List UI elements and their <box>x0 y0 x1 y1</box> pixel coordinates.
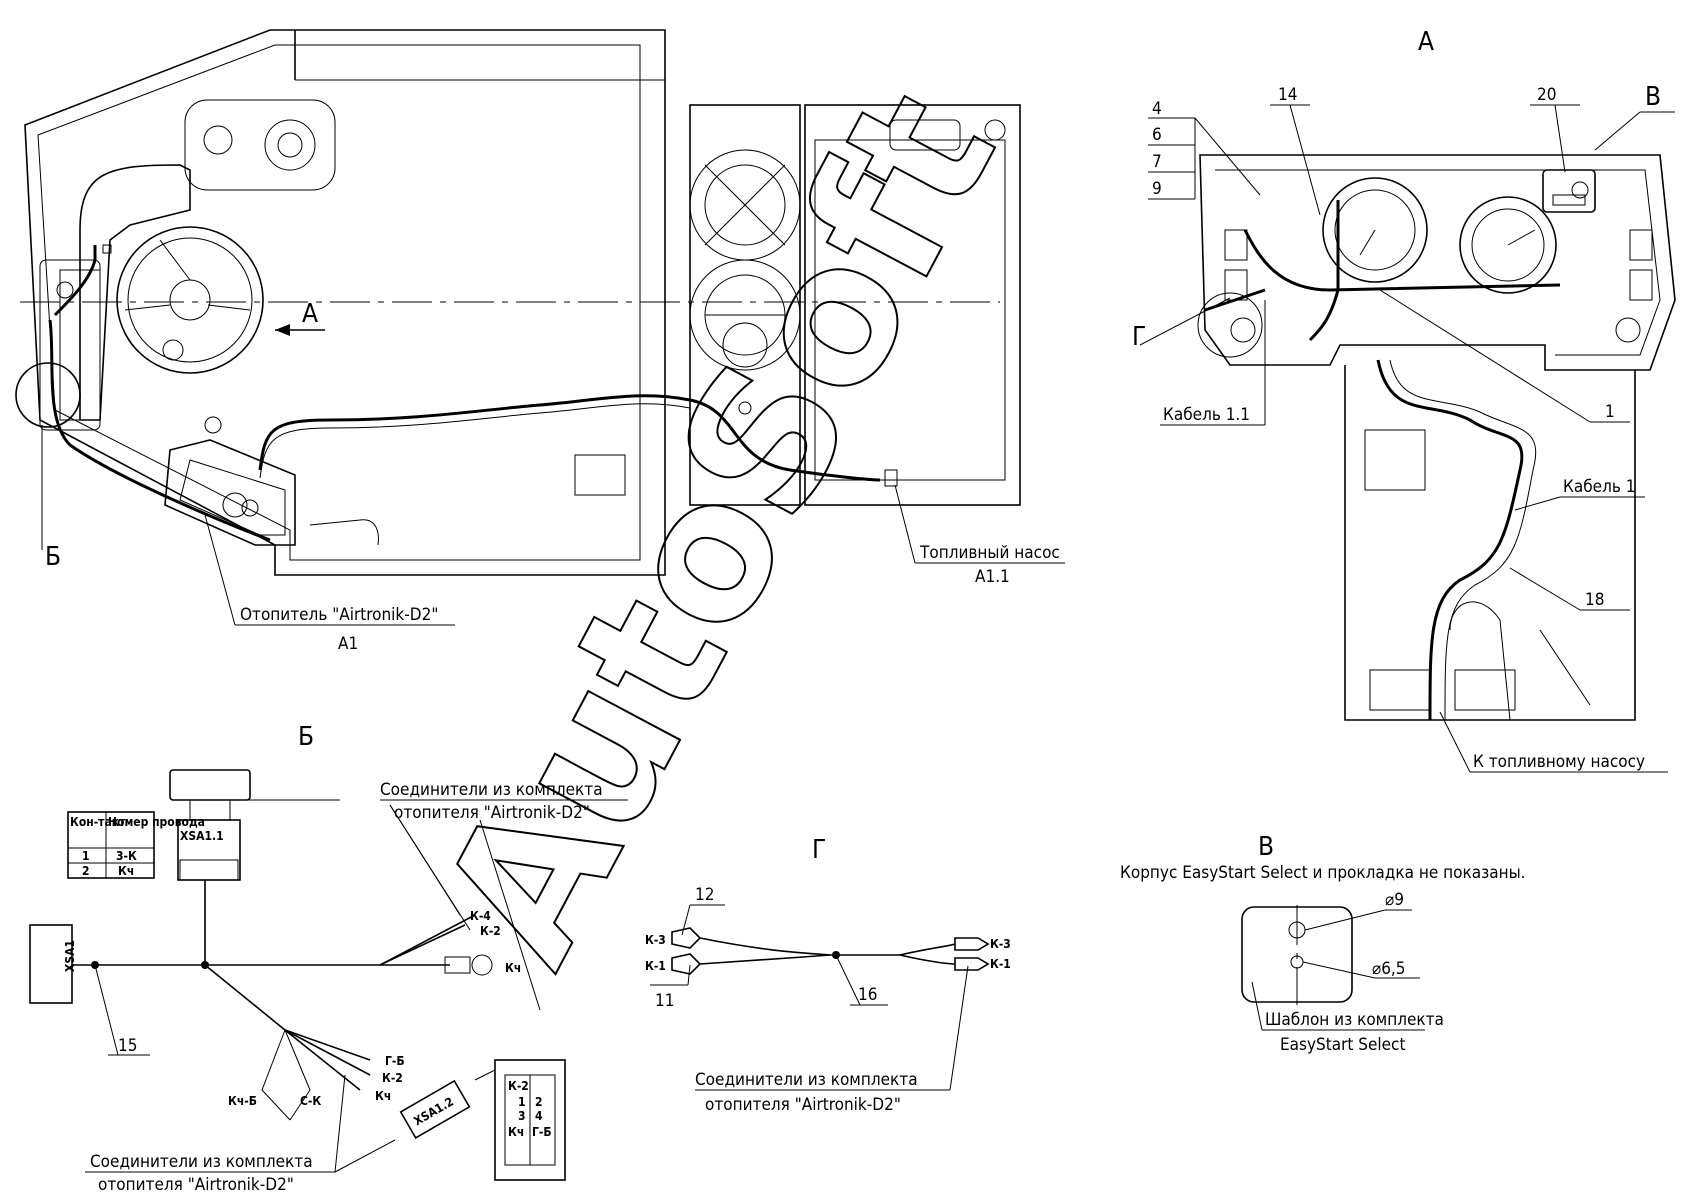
to-pump-label: К топливному насосу <box>1473 752 1645 772</box>
callout-1: 1 <box>1605 402 1615 422</box>
heater-label: Отопитель "Airtronik-D2" <box>240 605 438 625</box>
template-label-2: EasyStart Select <box>1280 1035 1405 1055</box>
cable-1-label: Кабель 1 <box>1563 477 1635 497</box>
d9-label: ⌀9 <box>1385 890 1404 910</box>
heater-ref: A1 <box>338 634 358 654</box>
callout-12: 12 <box>695 885 714 905</box>
wire-label: Кч-Б <box>228 1094 257 1108</box>
g-left-top: К-3 <box>645 933 666 947</box>
table-cell: 3-К <box>116 849 137 863</box>
view-v-title: В <box>1258 832 1274 862</box>
view-g: Г К-3 К-1 К-3 К-1 12 11 16 Соединители и… <box>645 835 1011 1115</box>
table-header-contact: Кон-такт <box>70 815 126 829</box>
block-label: Г-Б <box>532 1125 552 1139</box>
block-label: 4 <box>535 1109 543 1123</box>
contact-table: Кон-такт Номер провода 1 3-К 2 Кч <box>67 811 205 879</box>
g-right-bot: К-1 <box>990 957 1011 971</box>
wire-label: Кч <box>375 1089 391 1103</box>
arrow-a-label: А <box>302 299 318 329</box>
callout-6: 6 <box>1152 125 1162 145</box>
table-cell: 2 <box>82 864 90 878</box>
view-a-title: А <box>1418 27 1434 57</box>
table-cell: Кч <box>118 864 134 878</box>
view-b-title: Б <box>298 722 314 752</box>
wire-label: Г-Б <box>385 1054 405 1068</box>
detail-g-marker: Г <box>1132 322 1146 352</box>
cable-1-1-label: Кабель 1.1 <box>1163 405 1250 425</box>
callout-14: 14 <box>1278 85 1297 105</box>
wire-label: С-К <box>300 1094 321 1108</box>
xsa1-2: XSA1.2 <box>399 1079 471 1139</box>
connectors-bot-1: Соединители из комплекта <box>90 1152 313 1172</box>
d65-label: ⌀6,5 <box>1372 959 1406 979</box>
wire-label: К-2 <box>382 1071 403 1085</box>
callout-20: 20 <box>1537 85 1556 105</box>
view-a: А <box>1132 27 1676 773</box>
callout-7: 7 <box>1152 152 1162 172</box>
detail-v-marker: В <box>1645 82 1661 112</box>
callout-16: 16 <box>858 985 877 1005</box>
g-left-bot: К-1 <box>645 959 666 973</box>
view-g-title: Г <box>812 835 826 865</box>
view-v: В Корпус EasyStart Select и прокладка не… <box>1120 832 1526 1055</box>
g-connectors-2: отопителя "Airtronik-D2" <box>705 1095 901 1115</box>
callout-4: 4 <box>1152 99 1162 119</box>
xsa1-1-label: XSA1.1 <box>180 829 224 843</box>
g-right-top: К-3 <box>990 937 1011 951</box>
connectors-top-1: Соединители из комплекта <box>380 780 603 800</box>
watermark: AutoSoft <box>400 58 1039 996</box>
block-label: 1 <box>518 1095 526 1109</box>
xsa1-2-label: XSA1.2 <box>411 1094 456 1128</box>
block-label: 3 <box>518 1109 526 1123</box>
main-plan-view: А Б Отопитель "Airtronik-D2" A1 Топливны… <box>15 29 1065 654</box>
connectors-bot-2: отопителя "Airtronik-D2" <box>98 1175 294 1195</box>
callout-15: 15 <box>118 1036 137 1056</box>
wire-label: Кч <box>505 961 521 975</box>
pump-ref: A1.1 <box>975 567 1010 587</box>
connectors-top-2: отопителя "Airtronik-D2" <box>394 803 590 823</box>
callout-9: 9 <box>1152 179 1162 199</box>
block-label: Кч <box>508 1125 524 1139</box>
template-label-1: Шаблон из комплекта <box>1265 1010 1444 1030</box>
view-v-note: Корпус EasyStart Select и прокладка не п… <box>1120 863 1526 883</box>
wire-label: К-2 <box>480 924 501 938</box>
wire-label: К-4 <box>470 909 491 923</box>
callouts-4-6-7-9: 4 6 7 9 <box>1148 99 1261 200</box>
pump-label: Топливный насос <box>919 543 1060 563</box>
table-cell: 1 <box>82 849 90 863</box>
view-b: Б Кон-такт Номер провода 1 3-К 2 Кч XSA1… <box>29 722 628 1195</box>
g-connectors-1: Соединители из комплекта <box>695 1070 918 1090</box>
callout-11: 11 <box>655 991 674 1011</box>
table-header-wire: Номер провода <box>108 815 205 829</box>
detail-b-marker: Б <box>45 542 61 572</box>
block-label: 2 <box>535 1095 543 1109</box>
callout-18: 18 <box>1585 590 1604 610</box>
block-label: К-2 <box>508 1079 529 1093</box>
xsa1-label: XSA1 <box>63 940 77 972</box>
